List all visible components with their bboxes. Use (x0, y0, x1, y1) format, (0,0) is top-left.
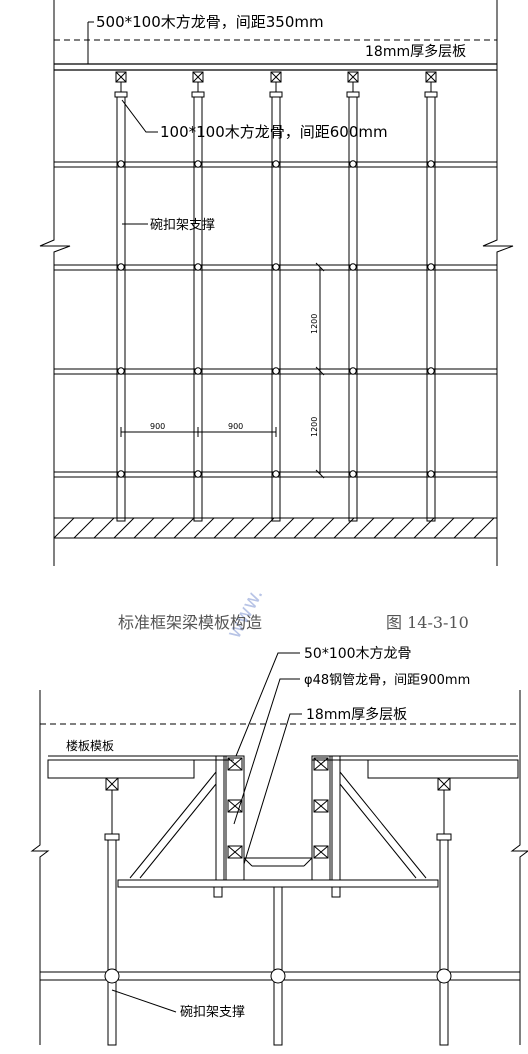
slab-right (312, 755, 519, 779)
leader-joist-50 (235, 652, 300, 757)
lower-joints (104, 968, 452, 984)
dim-label-vertical-1: 1200 (310, 314, 319, 334)
post (346, 71, 360, 522)
label-floor-formwork: 楼板模板 (66, 738, 114, 753)
post (436, 777, 452, 1046)
column-right-outline (482, 0, 514, 566)
dim-label-horizontal-2: 900 (228, 422, 243, 431)
outline-right (510, 690, 528, 1045)
post (424, 71, 438, 522)
caption-figure-number: 图 14-3-10 (386, 613, 469, 632)
callout-joist-100x100: 100*100木方龙骨，间距600mm (160, 123, 388, 141)
callout-support-bottom: 碗扣架支撑 (180, 1004, 245, 1020)
beam-bottom (243, 857, 313, 881)
post (191, 71, 205, 522)
dim-label-horizontal-1: 900 (150, 422, 165, 431)
leader-joist-100 (121, 99, 158, 133)
joints (117, 160, 435, 478)
dimension-vertical (315, 262, 325, 479)
post (269, 71, 283, 522)
callout-plywood-bottom: 18mm厚多层板 (306, 706, 407, 723)
bottom-diagram (30, 652, 528, 1046)
steel-pipe-ledger (117, 879, 439, 888)
post (114, 71, 128, 522)
leader-steel-pipe (233, 678, 300, 825)
callout-joist-500x100: 500*100木方龙骨，间距350mm (96, 13, 324, 31)
diagonal-braces (129, 771, 427, 879)
callout-steel-pipe: φ48钢管龙骨，间距900mm (304, 673, 470, 688)
support-posts (114, 71, 438, 522)
leader-support-bottom (111, 989, 177, 1013)
ground-hatch (53, 517, 498, 539)
callout-joist-50x100: 50*100木方龙骨 (304, 646, 412, 662)
beam-side-right (311, 755, 341, 881)
callout-plywood-top: 18mm厚多层板 (365, 43, 466, 60)
post-stub (331, 886, 341, 898)
post (104, 777, 120, 1046)
caption-title: 标准框架梁模板构造 (118, 613, 262, 632)
bottom-posts (104, 777, 452, 1046)
outline-left (30, 690, 50, 1045)
beam-side-left (215, 755, 245, 881)
callout-support-top: 碗扣架支撑 (150, 217, 215, 233)
post-stub (213, 886, 223, 898)
plywood-sheet (54, 63, 497, 71)
dim-label-vertical-2: 1200 (310, 417, 319, 437)
column-left-outline (39, 0, 71, 566)
slab-left (47, 755, 234, 779)
post (273, 886, 283, 1046)
leader-plywood-bottom (243, 713, 302, 865)
top-diagram (39, 0, 514, 566)
beam-joists (227, 757, 329, 859)
dimension-horizontal (120, 427, 277, 437)
